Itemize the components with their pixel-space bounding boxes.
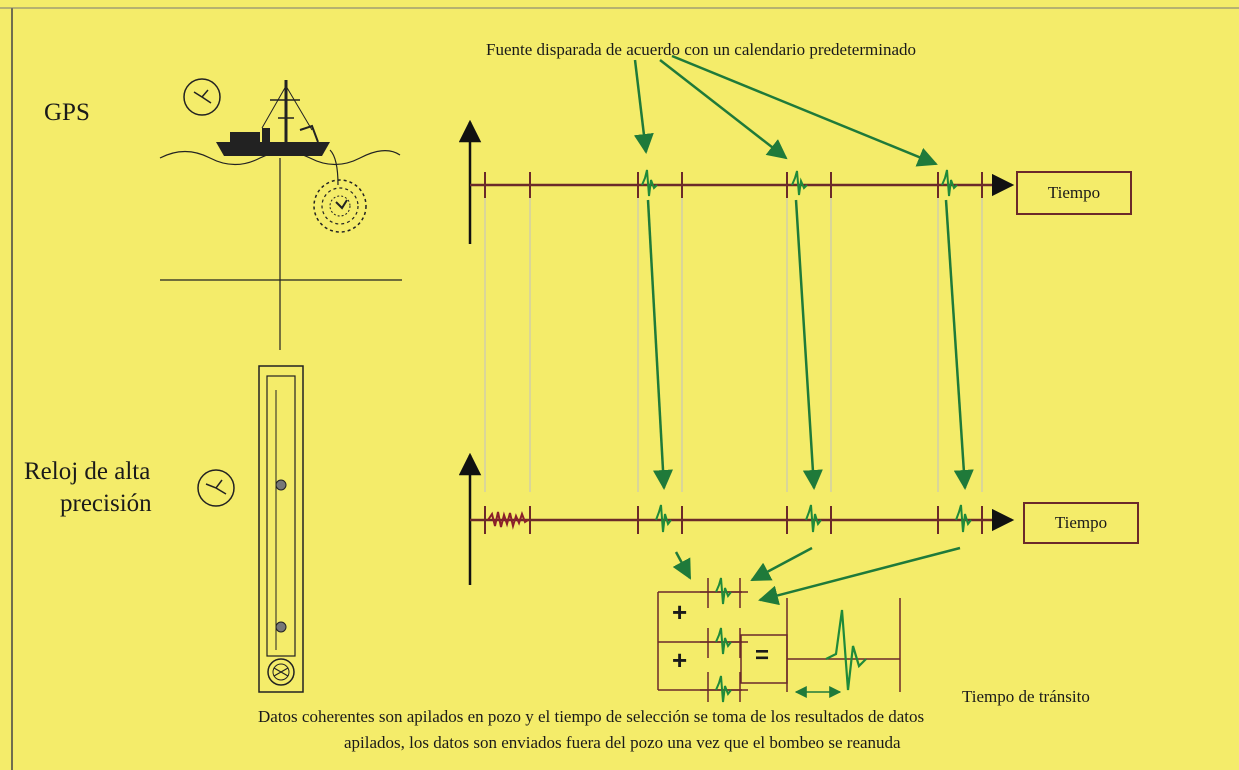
source-cable: [329, 149, 339, 186]
gps-clock-icon: [183, 78, 221, 116]
guide-lines: [484, 196, 983, 492]
ship-icon: [216, 80, 330, 156]
source-fired-label: Fuente disparada de acuerdo con un calen…: [486, 40, 917, 59]
noise-trace: [487, 511, 529, 530]
clock-label-line2: precisión: [60, 490, 152, 517]
receiver-icon: [313, 179, 367, 233]
source-fire-arrows: [633, 54, 974, 606]
plus-sign-2: +: [672, 645, 688, 675]
caption-line-2: apilados, los datos son enviados fuera d…: [344, 733, 901, 752]
time-label-bottom: Tiempo: [1023, 502, 1139, 544]
bottom-time-axis: [458, 452, 1015, 585]
precision-clock-icon: [197, 469, 235, 507]
top-time-axis: [458, 119, 1015, 244]
sea-surface: [159, 150, 401, 166]
gps-label: GPS: [44, 99, 90, 126]
clock-label-line1: Reloj de alta: [24, 458, 151, 485]
caption-line-1: Datos coherentes son apilados en pozo y …: [258, 707, 925, 726]
borehole-tool-icon: [258, 365, 304, 693]
equals-sign: =: [755, 642, 770, 669]
transit-time-label: Tiempo de tránsito: [962, 687, 1090, 706]
time-label-top: Tiempo: [1016, 171, 1132, 215]
stacked-wavelet: [825, 609, 867, 691]
stacking-panel: [657, 577, 901, 703]
plus-sign-1: +: [672, 597, 688, 627]
